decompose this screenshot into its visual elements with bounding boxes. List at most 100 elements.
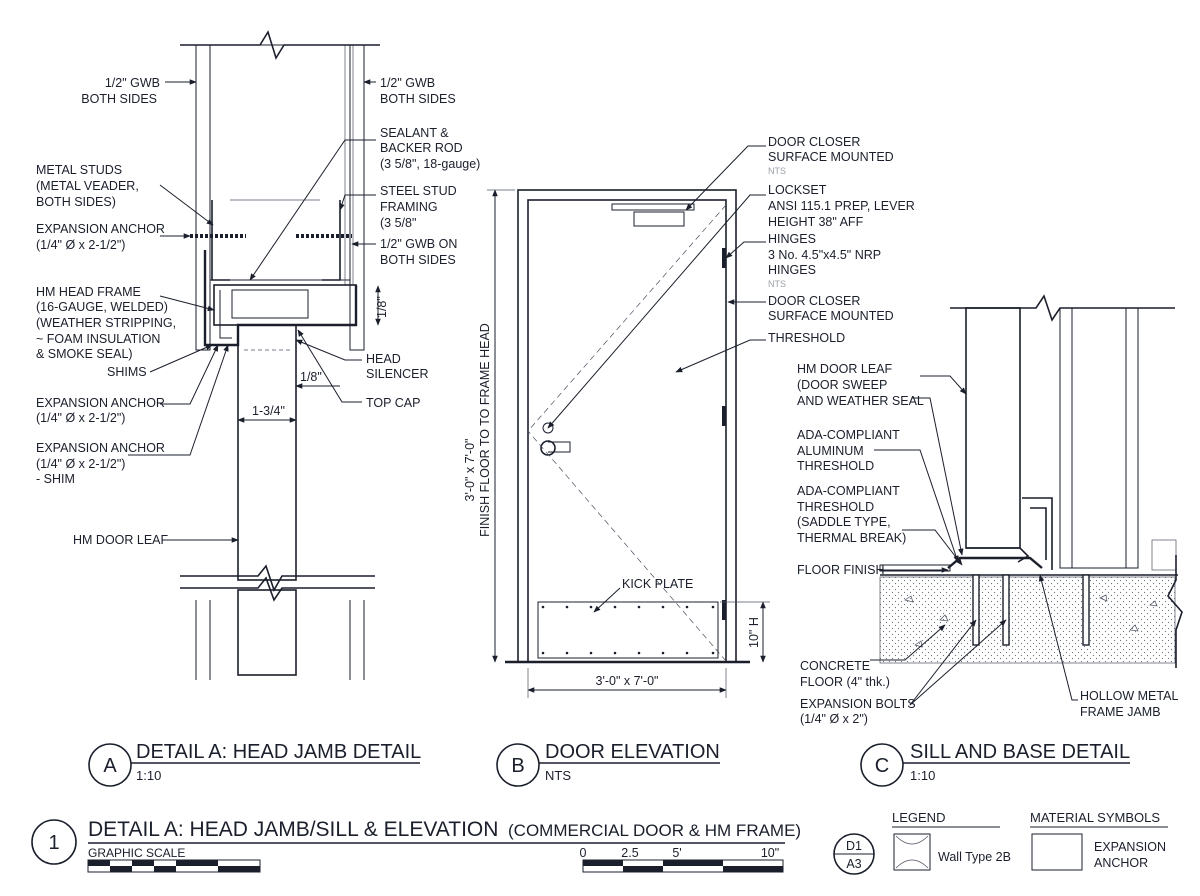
detail-a-drawing (128, 30, 381, 680)
detail-a-marker (88, 743, 132, 787)
label-bolts-1: EXPANSION BOLTS (800, 697, 916, 711)
label-hinges-3: HINGES (768, 263, 816, 277)
label-anchor2-2: (1/4" Ø x 2-1/2") (36, 411, 125, 425)
label-sealant-2: BACKER ROD (380, 141, 463, 155)
sheet-number: 1 (48, 832, 59, 854)
label-studs-1: METAL STUDS (36, 163, 122, 177)
legend-item-wall-type: Wall Type 2B (938, 850, 1011, 864)
label-gwb-on-1: 1/2" GWB ON (380, 237, 457, 251)
label-hollow-2: FRAME JAMB (1080, 705, 1161, 719)
scale-tick-3: 10" (761, 846, 779, 860)
material-item-1: EXPANSION (1094, 840, 1166, 854)
label-closer2-1: DOOR CLOSER (768, 294, 860, 308)
detail-c-drawing (870, 294, 1183, 706)
sheet-number-marker (31, 819, 77, 865)
material-title: MATERIAL SYMBOLS (1030, 810, 1160, 825)
label-head-1: HEAD (366, 352, 401, 366)
label-steel-2: FRAMING (380, 200, 438, 214)
label-sealant-1: SEALANT & (380, 126, 449, 140)
material-item-2: ANCHOR (1094, 856, 1148, 870)
label-head-2: SILENCER (366, 367, 429, 381)
detail-c-title: SILL AND BASE DETAIL (910, 741, 1130, 763)
sheet-title: DETAIL A: HEAD JAMB/SILL & ELEVATION (88, 818, 498, 841)
label-ada2-1: ADA-COMPLIANT (797, 484, 900, 498)
label-sealant-3: (3 5/8", 18-gauge) (380, 157, 480, 171)
material-symbols: MATERIAL SYMBOLS EXPANSION ANCHOR (1030, 810, 1168, 871)
label-concrete-2: FLOOR (4" thk.) (800, 675, 890, 689)
label-anchor3-1: EXPANSION ANCHOR (36, 441, 165, 455)
detail-a-title: DETAIL A: HEAD JAMB DETAIL (136, 741, 421, 763)
dim-vertical-1: 3'-0" x 7'-0" (463, 439, 477, 502)
label-gwb-right-2: BOTH SIDES (380, 92, 456, 106)
dim-vertical-2: FINISH FLOOR TO TO FRAME HEAD (478, 323, 492, 537)
detail-c-marker (860, 743, 904, 787)
label-gwb-right-1: 1/2" GWB (380, 76, 435, 90)
detail-c-labels: HM DOOR LEAF (DOOR SWEEP AND WEATHER SEA… (797, 362, 1178, 726)
label-concrete-1: CONCRETE (800, 659, 870, 673)
label-nts2: NTS (768, 279, 786, 289)
label-floor-finish: FLOOR FINISH (797, 563, 885, 577)
label-lockset-3: HEIGHT 38" AFF (768, 215, 864, 229)
label-anchor3-3: - SHIM (36, 472, 75, 486)
graphic-scale-bar-right (582, 859, 784, 873)
label-ada2-4: THERMAL BREAK) (797, 531, 906, 545)
label-gwb-on-2: BOTH SIDES (380, 253, 456, 267)
legend-title: LEGEND (892, 810, 945, 825)
graphic-scale-label: GRAPHIC SCALE (88, 846, 185, 860)
label-bolts-2: (1/4" Ø x 2") (800, 712, 868, 726)
label-hinges-2: 3 No. 4.5"x4.5" NRP (768, 248, 881, 262)
label-threshold: THRESHOLD (768, 331, 845, 345)
label-frame-3: (WEATHER STRIPPING, (36, 316, 176, 330)
label-leaf-2: (DOOR SWEEP (797, 378, 887, 392)
graphic-scale-bar-left (87, 859, 261, 873)
label-ada1-1: ADA-COMPLIANT (797, 428, 900, 442)
label-frame-2: (16-GAUGE, WELDED) (36, 300, 168, 314)
detail-b-title-block: B DOOR ELEVATION NTS (496, 741, 720, 787)
label-anchor3-2: (1/4" Ø x 2-1/2") (36, 457, 125, 471)
label-ada2-2: THRESHOLD (797, 500, 874, 514)
label-ada1-2: ALUMINUM (797, 444, 864, 458)
detail-a-labels: 1/2" GWB BOTH SIDES 1/2" GWB BOTH SIDES … (36, 76, 480, 547)
detail-b-marker (496, 743, 540, 787)
label-anchor1-2: (1/4" Ø x 2-1/2") (36, 238, 125, 252)
detail-b-marker-letter: B (511, 755, 524, 777)
detail-b-scale: NTS (545, 768, 571, 783)
label-lockset-2: ANSI 115.1 PREP, LEVER (768, 199, 915, 213)
dim-width: 3'-0" x 7'-0" (596, 674, 659, 688)
legend: LEGEND Wall Type 2B (892, 810, 1011, 871)
scale-tick-0: 0 (580, 846, 587, 860)
ref-top: D1 (846, 839, 862, 853)
dim-1-3-4: 1-3/4" (252, 404, 285, 418)
detail-b-labels: DOOR CLOSER SURFACE MOUNTED NTS LOCKSET … (463, 135, 915, 688)
label-studs-2: (METAL VEADER, (36, 179, 139, 193)
label-studs-3: BOTH SIDES) (36, 195, 116, 209)
label-gwb-left-2: BOTH SIDES (81, 92, 157, 106)
detail-c-marker-letter: C (875, 755, 889, 777)
scale-tick-2: 5' (672, 846, 681, 860)
label-top-cap: TOP CAP (366, 396, 420, 410)
section-reference: D1 A3 (833, 833, 875, 875)
label-hollow-1: HOLLOW METAL (1080, 689, 1178, 703)
label-nts1: NTS (768, 166, 786, 176)
ref-bottom: A3 (846, 857, 861, 871)
dim-kick: 10" H (747, 617, 761, 648)
sheet-title-block: 1 DETAIL A: HEAD JAMB/SILL & ELEVATION (… (31, 818, 801, 873)
label-steel-1: STEEL STUD (380, 184, 457, 198)
detail-a-title-block: A DETAIL A: HEAD JAMB DETAIL 1:10 (88, 741, 421, 787)
detail-c-title-block: C SILL AND BASE DETAIL 1:10 (860, 741, 1130, 787)
dim-1-8-horizontal: 1/8" (300, 370, 322, 384)
label-frame-5: & SMOKE SEAL) (36, 347, 133, 361)
label-closer1-2: SURFACE MOUNTED (768, 150, 894, 164)
label-closer2-2: SURFACE MOUNTED (768, 309, 894, 323)
detail-a-marker-letter: A (103, 755, 117, 777)
detail-a-scale: 1:10 (136, 768, 161, 783)
label-anchor1-1: EXPANSION ANCHOR (36, 222, 165, 236)
dim-1-8-vertical: 1/8" (375, 296, 389, 318)
label-leaf-3: AND WEATHER SEAL (797, 394, 924, 408)
label-gwb-left-1: 1/2" GWB (105, 76, 160, 90)
label-frame-4: ~ FOAM INSULATION (36, 332, 160, 346)
label-lockset-1: LOCKSET (768, 183, 827, 197)
label-ada2-3: (SADDLE TYPE, (797, 515, 891, 529)
detail-b-title: DOOR ELEVATION (545, 741, 720, 763)
